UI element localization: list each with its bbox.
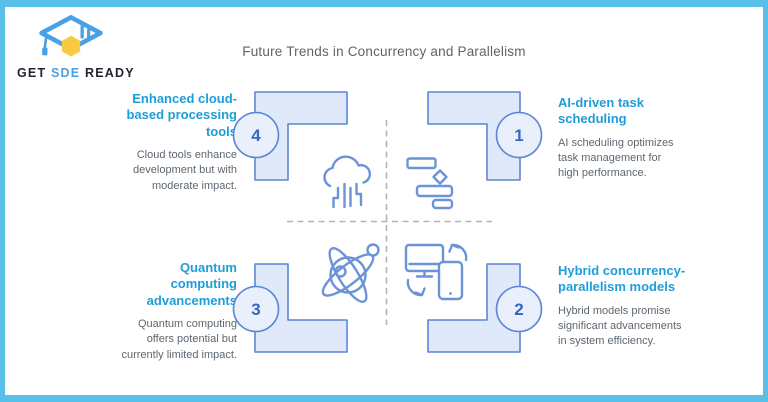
graduation-cap-icon	[39, 15, 103, 57]
gantt-chart-icon	[406, 157, 454, 210]
logo-wordmark: GET SDE READY	[17, 66, 134, 80]
quadrant-3-number: 3	[251, 300, 260, 319]
device-sync-icon	[404, 243, 468, 301]
quadrant-3-number-badge	[232, 285, 280, 333]
quadrant-1-heading: AI-driven task scheduling	[558, 95, 644, 127]
cloud-circuit-icon	[323, 155, 372, 209]
logo-word-sde: SDE	[50, 66, 81, 80]
page-title: Future Trends in Concurrency and Paralle…	[242, 44, 526, 59]
hexagon-gem	[61, 35, 81, 57]
quadrant-4-text: Enhanced cloud-based processing tools Cl…	[99, 91, 237, 194]
quadrant-3-description: Quantum computing offers potential but c…	[121, 317, 237, 361]
quadrant-1-description: AI scheduling optimizes task management …	[558, 136, 674, 180]
brand-logo: GET SDE READY	[17, 13, 134, 80]
logo-word-ready: READY	[84, 66, 135, 80]
atom-icon	[321, 243, 380, 303]
quadrant-4-number-badge	[232, 111, 280, 159]
quadrant-2-shape	[427, 263, 521, 353]
quadrant-2-heading: Hybrid concurrency-parallelism models	[558, 263, 686, 295]
cap-accent-strokes	[80, 24, 91, 42]
logo-word-get: GET	[17, 66, 47, 80]
quadrant-2-text: Hybrid concurrency-parallelism models Hy…	[558, 263, 688, 350]
quadrant-4-shape	[254, 91, 348, 181]
quadrant-3-shape	[254, 263, 348, 353]
quadrant-2-number-badge	[495, 285, 543, 333]
quadrant-diagram: 4 1 3 2	[232, 91, 543, 353]
quadrant-2-number: 2	[514, 300, 523, 319]
quadrant-2-description: Hybrid models promise significant advanc…	[558, 304, 682, 348]
quadrant-1-shape	[427, 91, 521, 181]
tassel-end	[42, 47, 48, 56]
quadrant-4-description: Cloud tools enhance development but with…	[133, 148, 237, 192]
quadrant-4-number: 4	[251, 126, 261, 145]
quadrant-3-heading: Quantum computing advancements	[146, 260, 237, 308]
quadrant-4-heading: Enhanced cloud-based processing tools	[126, 91, 237, 139]
quadrant-1-text: AI-driven task scheduling AI scheduling …	[558, 95, 684, 182]
quadrant-1-number: 1	[514, 126, 523, 145]
quadrant-1-number-badge	[495, 111, 543, 159]
quadrant-3-text: Quantum computing advancements Quantum c…	[117, 260, 237, 363]
